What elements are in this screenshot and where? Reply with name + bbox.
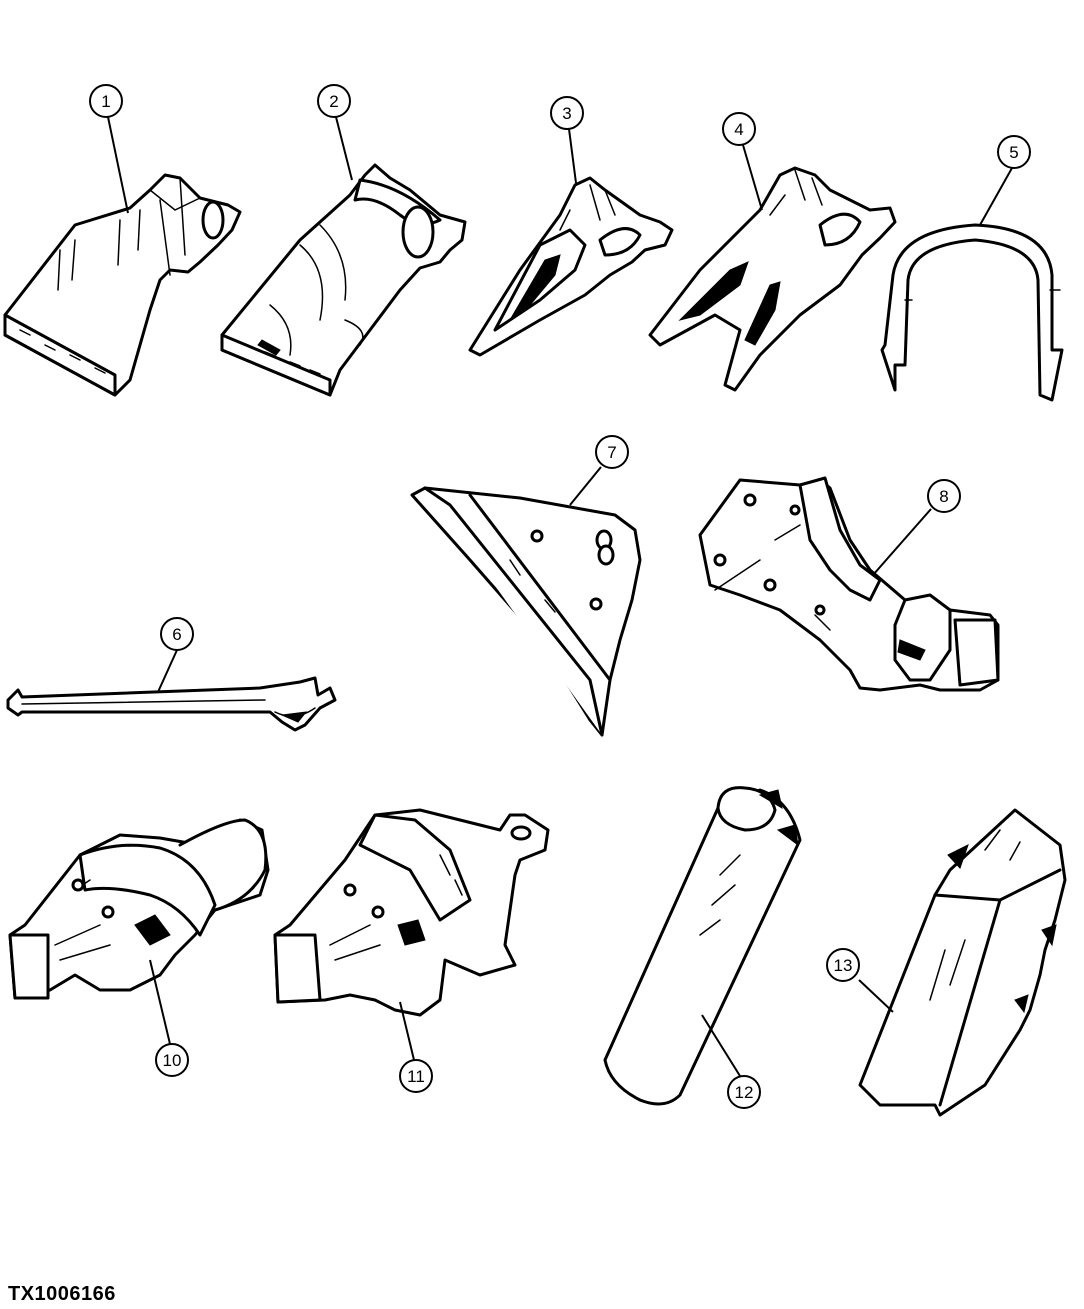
callout-8: 8 (927, 479, 961, 513)
figure-id-label: TX1006166 (8, 1283, 116, 1305)
svg-text:4: 4 (734, 120, 743, 139)
leader-8 (872, 508, 932, 576)
svg-text:12: 12 (735, 1083, 754, 1102)
callout-4: 4 (722, 112, 756, 146)
part-12-round-pin (603, 786, 802, 1106)
svg-text:10: 10 (163, 1051, 182, 1070)
leader-11 (399, 1001, 415, 1061)
callout-2: 2 (317, 84, 351, 118)
leader-12 (701, 1014, 741, 1077)
callout-13: 13 (826, 948, 860, 982)
part-6-removal-tool (6, 676, 337, 732)
callout-11: 11 (399, 1059, 433, 1093)
svg-text:3: 3 (562, 104, 571, 123)
callout-5: 5 (997, 135, 1031, 169)
svg-text:13: 13 (834, 956, 853, 975)
callout-1: 1 (89, 84, 123, 118)
part-8-adapter-plate (698, 476, 1000, 692)
part-11-weld-on-adapter (273, 808, 550, 1017)
svg-text:1: 1 (101, 92, 110, 111)
part-13-wedge-pin (858, 808, 1067, 1117)
leader-10 (149, 959, 171, 1045)
callout-3: 3 (550, 96, 584, 130)
svg-text:2: 2 (329, 92, 338, 111)
part-3-pointed-tooth (468, 176, 674, 357)
svg-text:6: 6 (172, 625, 181, 644)
leader-4 (742, 144, 763, 211)
svg-text:8: 8 (939, 487, 948, 506)
callout-10: 10 (155, 1043, 189, 1077)
callout-12: 12 (727, 1075, 761, 1109)
svg-text:7: 7 (607, 443, 616, 462)
leader-3 (568, 128, 577, 184)
part-1-flat-tooth (3, 173, 242, 397)
leader-6 (157, 649, 178, 693)
leader-lines (107, 116, 1013, 1077)
part-10-round-shank-adapter (8, 818, 270, 1000)
part-2-twisted-tooth (220, 163, 467, 397)
callout-7: 7 (595, 435, 629, 469)
part-7-side-cutter (410, 486, 642, 737)
part-5-retainer-pin (880, 223, 1064, 402)
leader-2 (335, 116, 353, 181)
svg-text:5: 5 (1009, 143, 1018, 162)
leader-7 (569, 466, 602, 506)
leader-5 (979, 167, 1013, 226)
svg-text:11: 11 (407, 1067, 425, 1086)
leader-13 (858, 979, 894, 1013)
part-4-forked-tooth (648, 166, 897, 392)
callout-6: 6 (160, 617, 194, 651)
leader-1 (107, 116, 129, 214)
